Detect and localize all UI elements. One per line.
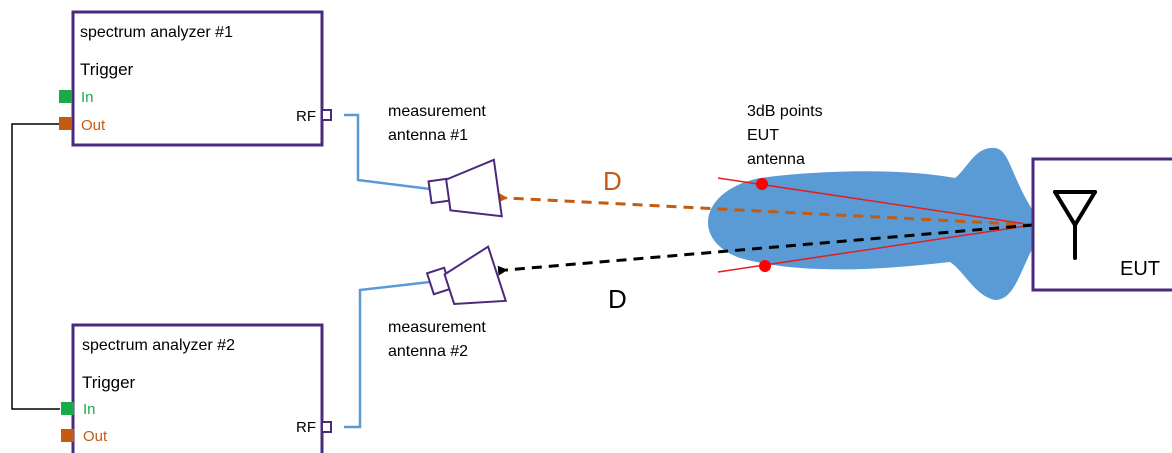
distance-arrow-upper xyxy=(497,192,1034,227)
rf-label: RF xyxy=(296,108,316,125)
beam-label-line2: EUT xyxy=(747,127,779,144)
trigger-label: Trigger xyxy=(80,60,134,79)
antenna-1-label-line2: antenna #1 xyxy=(388,127,468,144)
antenna-1-label-line1: measurement xyxy=(388,103,486,120)
spectrum-analyzer-2: spectrum analyzer #2 Trigger In Out RF xyxy=(61,323,332,453)
rf-port xyxy=(321,109,332,121)
rf-label: RF xyxy=(296,419,316,436)
beam-label-line3: antenna xyxy=(747,151,805,168)
distance-label-upper: D xyxy=(603,166,622,196)
in-label: In xyxy=(81,89,94,106)
rf-cable-2 xyxy=(344,280,431,429)
beam-3db-line-upper xyxy=(717,177,1034,226)
analyzer-title: spectrum analyzer #1 xyxy=(80,24,233,41)
horn-antenna-2-icon xyxy=(425,245,508,305)
out-port xyxy=(61,429,74,442)
3db-point-lower xyxy=(759,260,771,272)
trigger-cable xyxy=(11,123,60,410)
trigger-label: Trigger xyxy=(82,373,136,392)
antenna-icon xyxy=(1053,190,1097,260)
distance-label-lower: D xyxy=(608,284,627,314)
out-port xyxy=(59,117,72,130)
3db-point-upper xyxy=(756,178,768,190)
rf-port xyxy=(321,421,332,433)
in-port xyxy=(61,402,74,415)
eut-box xyxy=(1031,157,1172,292)
in-port xyxy=(59,90,72,103)
rf-cable-1 xyxy=(344,113,431,191)
beam-lobe xyxy=(707,147,1035,300)
analyzer-title: spectrum analyzer #2 xyxy=(82,337,235,354)
in-label: In xyxy=(83,401,96,418)
horn-antenna-1-icon xyxy=(427,158,503,218)
spectrum-analyzer-1: spectrum analyzer #1 Trigger In Out RF xyxy=(59,10,332,147)
antenna-2-label-line1: measurement xyxy=(388,319,486,336)
antenna-2-label-line2: antenna #2 xyxy=(388,343,468,360)
beam-label-line1: 3dB points xyxy=(747,103,823,120)
eut-label: EUT xyxy=(1120,258,1160,280)
out-label: Out xyxy=(81,117,106,134)
distance-arrow-lower xyxy=(497,223,1034,276)
out-label: Out xyxy=(83,428,108,445)
